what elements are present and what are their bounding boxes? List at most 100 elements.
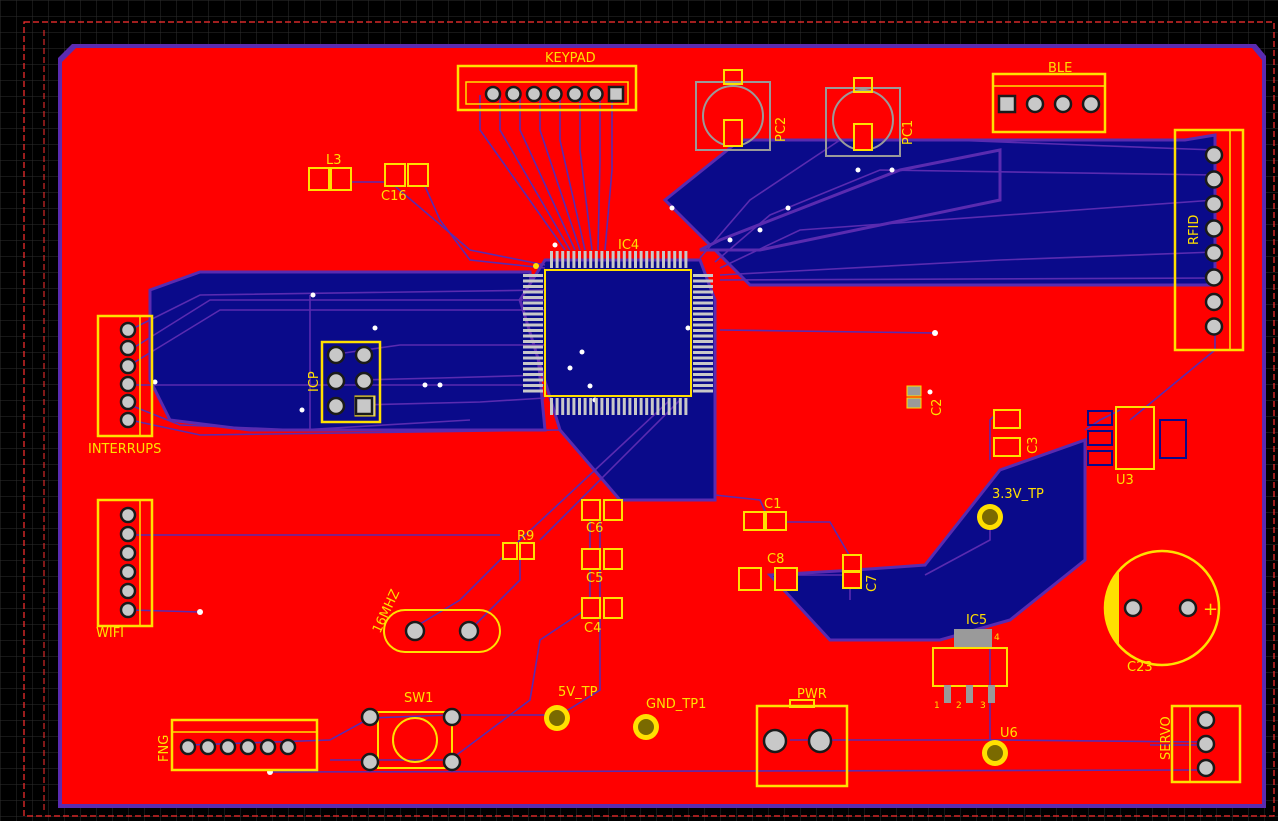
wifi-label: WIFI: [96, 626, 124, 641]
fng-connector[interactable]: [170, 718, 319, 772]
keypad-pad-3[interactable]: [566, 85, 584, 103]
rfid-connector[interactable]: [1173, 128, 1245, 352]
c23-label: C23: [1127, 660, 1153, 675]
interrups-pad-5[interactable]: [119, 393, 137, 411]
fng-pad-1[interactable]: [179, 738, 197, 756]
interrups-connector[interactable]: [96, 314, 154, 438]
c1-capacitor[interactable]: [743, 511, 787, 531]
wifi-connector[interactable]: [96, 498, 154, 628]
c7-label: C7: [865, 575, 880, 592]
servo-pad-3[interactable]: [1196, 758, 1216, 778]
rfid-pad-7[interactable]: [1204, 292, 1224, 312]
ic5-pin-4: 4: [994, 633, 1000, 643]
icp-pad-1[interactable]: [326, 345, 346, 365]
rfid-pad-3[interactable]: [1204, 194, 1224, 214]
keypad-pad-6[interactable]: [505, 85, 522, 103]
fng-pad-3[interactable]: [219, 738, 237, 756]
icp-pad-2[interactable]: [354, 345, 374, 365]
pwr-pad-2[interactable]: [807, 728, 833, 754]
sw1-pad-4[interactable]: [442, 752, 462, 772]
c6-capacitor[interactable]: [581, 499, 623, 521]
crystal-16mhz[interactable]: [383, 609, 501, 653]
tp-3v3-pad[interactable]: [977, 504, 1003, 530]
ic5-regulator[interactable]: [932, 629, 1008, 703]
pwr-jack[interactable]: [755, 699, 849, 788]
keypad-connector[interactable]: [456, 64, 638, 112]
pwr-pad-1[interactable]: [762, 728, 788, 754]
rfid-pad-8[interactable]: [1204, 317, 1224, 336]
rfid-pad-2[interactable]: [1204, 170, 1224, 189]
pc2-label: PC2: [774, 117, 789, 142]
rfid-pad-4[interactable]: [1204, 219, 1224, 238]
tp-5v-pad[interactable]: [544, 705, 570, 731]
servo-pad-2[interactable]: [1196, 734, 1216, 754]
c5-capacitor[interactable]: [581, 548, 623, 570]
keypad-pad-4[interactable]: [546, 85, 563, 103]
rfid-pad-1[interactable]: [1204, 145, 1224, 165]
keypad-pad-5[interactable]: [525, 85, 543, 103]
servo-pad-1[interactable]: [1196, 710, 1216, 730]
ic4-microcontroller[interactable]: [533, 263, 692, 397]
servo-connector[interactable]: [1170, 704, 1242, 784]
icp-pad-3[interactable]: [326, 371, 346, 391]
wifi-pad-2[interactable]: [119, 525, 137, 543]
tp-gnd-pad[interactable]: [633, 714, 659, 740]
interrups-pad-3[interactable]: [119, 357, 137, 375]
interrups-pad-6[interactable]: [119, 411, 137, 429]
crystal-pad-1[interactable]: [404, 620, 426, 642]
c3-capacitor[interactable]: [993, 409, 1021, 457]
wifi-pad-4[interactable]: [119, 563, 137, 581]
c8-label: C8: [767, 552, 784, 567]
u3-regulator[interactable]: [1087, 406, 1187, 470]
r9-resistor[interactable]: [502, 542, 535, 560]
ble-pad-1[interactable]: [997, 94, 1017, 114]
rfid-pad-5[interactable]: [1204, 243, 1224, 263]
c23-pad-pos[interactable]: [1178, 598, 1198, 618]
rfid-pad-6[interactable]: [1204, 268, 1224, 287]
sw1-pad-3[interactable]: [360, 752, 380, 772]
wifi-pad-6[interactable]: [119, 601, 137, 619]
wifi-pad-1[interactable]: [119, 506, 137, 524]
fng-pad-4[interactable]: [239, 738, 257, 756]
ble-connector[interactable]: [991, 72, 1107, 134]
fng-pad-6[interactable]: [279, 738, 297, 756]
interrups-pad-4[interactable]: [119, 375, 137, 393]
c3-label: C3: [1026, 437, 1041, 454]
c8-capacitor[interactable]: [738, 567, 798, 591]
ic5-pin-1: 1: [934, 701, 940, 711]
interrups-pad-2[interactable]: [119, 339, 137, 357]
sw1-pushbutton[interactable]: [377, 711, 453, 769]
interrups-pad-1[interactable]: [119, 321, 137, 339]
wifi-pad-5[interactable]: [119, 582, 137, 600]
c2-capacitor[interactable]: [906, 385, 922, 409]
ble-pad-4[interactable]: [1081, 94, 1101, 114]
pc1-component[interactable]: [825, 77, 901, 157]
ble-label: BLE: [1048, 61, 1072, 76]
icp-pad-4[interactable]: [354, 371, 374, 391]
sw1-pad-2[interactable]: [442, 707, 462, 727]
ic4-pins: [523, 251, 713, 415]
icp-pad-5[interactable]: [326, 396, 346, 416]
c16-capacitor[interactable]: [384, 163, 429, 187]
fng-pad-2[interactable]: [199, 738, 217, 756]
icp-pad-6[interactable]: [354, 396, 374, 416]
l3-inductor[interactable]: [308, 167, 352, 191]
keypad-pad-1[interactable]: [607, 85, 625, 103]
c23-pad-neg[interactable]: [1123, 598, 1143, 618]
c7-capacitor[interactable]: [842, 554, 862, 589]
ble-pad-3[interactable]: [1053, 94, 1073, 114]
pc2-component[interactable]: [695, 69, 771, 151]
sw1-pad-1[interactable]: [360, 707, 380, 727]
crystal-pad-2[interactable]: [458, 620, 480, 642]
u6-pad[interactable]: [982, 740, 1008, 766]
c23-capacitor[interactable]: [1103, 549, 1221, 667]
l3-label: L3: [326, 153, 342, 168]
c16-label: C16: [381, 189, 407, 204]
keypad-pad-2[interactable]: [587, 85, 604, 103]
fng-pad-5[interactable]: [259, 738, 277, 756]
wifi-pad-3[interactable]: [119, 544, 137, 562]
keypad-pad-7[interactable]: [484, 85, 502, 103]
c4-capacitor[interactable]: [581, 597, 623, 619]
ble-pad-2[interactable]: [1025, 94, 1045, 114]
